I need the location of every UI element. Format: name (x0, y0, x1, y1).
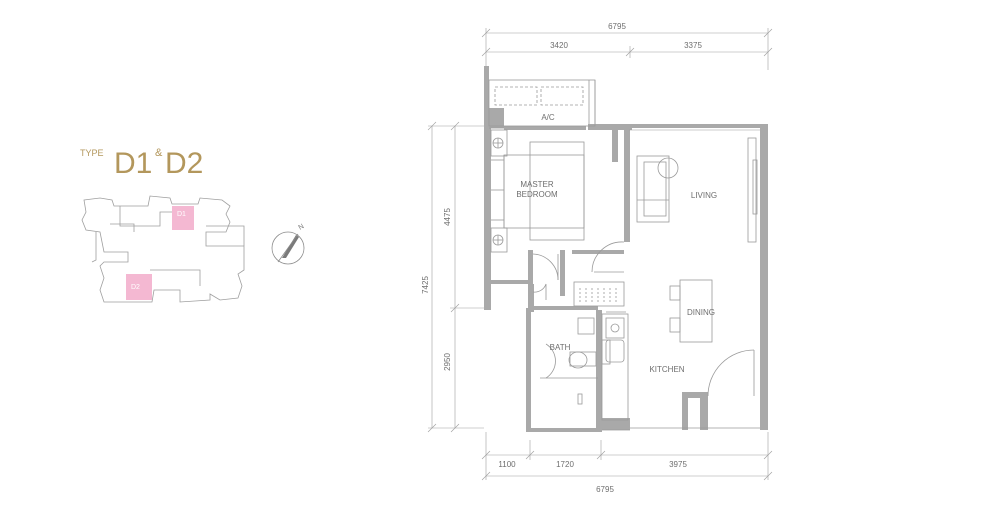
keyplan-unit-d2 (126, 274, 152, 300)
keyplan-d2-label: D2 (131, 284, 140, 291)
dim-top-right: 3375 (684, 41, 702, 50)
type-label: TYPE (80, 148, 104, 158)
dim-bottom-c: 3975 (669, 460, 687, 469)
thin-lines (488, 79, 760, 431)
dim-left-total: 7425 (421, 276, 430, 294)
ampersand: & (155, 147, 163, 159)
dim-left-upper: 4475 (443, 208, 452, 226)
walls (484, 66, 768, 432)
unit-type-title: TYPE D1 & D2 (80, 147, 203, 180)
unit-d2-label: D2 (165, 147, 203, 180)
room-label-kitchen: KITCHEN (649, 365, 684, 374)
key-plan (81, 195, 245, 303)
room-label-living: LIVING (691, 191, 717, 200)
north-label: N (298, 223, 306, 232)
room-label-dining: DINING (687, 308, 715, 317)
room-label-master-bedroom-2: BEDROOM (516, 190, 558, 199)
room-label-master-bedroom-1: MASTER (520, 180, 554, 189)
dim-top-total: 6795 (608, 22, 626, 31)
north-compass-icon: N (271, 223, 306, 265)
dim-left-lower: 2950 (443, 353, 452, 371)
dim-top-left: 3420 (550, 41, 568, 50)
dim-bottom-b: 1720 (556, 460, 574, 469)
dim-bottom-a: 1100 (498, 460, 516, 469)
room-label-ac: A/C (541, 113, 555, 122)
room-label-bath: BATH (550, 343, 571, 352)
bedside-lamp-icons (492, 137, 504, 246)
keyplan-d1-label: D1 (177, 211, 186, 218)
dim-bottom-total: 6795 (596, 485, 614, 494)
dimension-lines (427, 28, 773, 481)
unit-d1-label: D1 (114, 147, 152, 180)
keyplan-unit-d1 (172, 206, 194, 230)
